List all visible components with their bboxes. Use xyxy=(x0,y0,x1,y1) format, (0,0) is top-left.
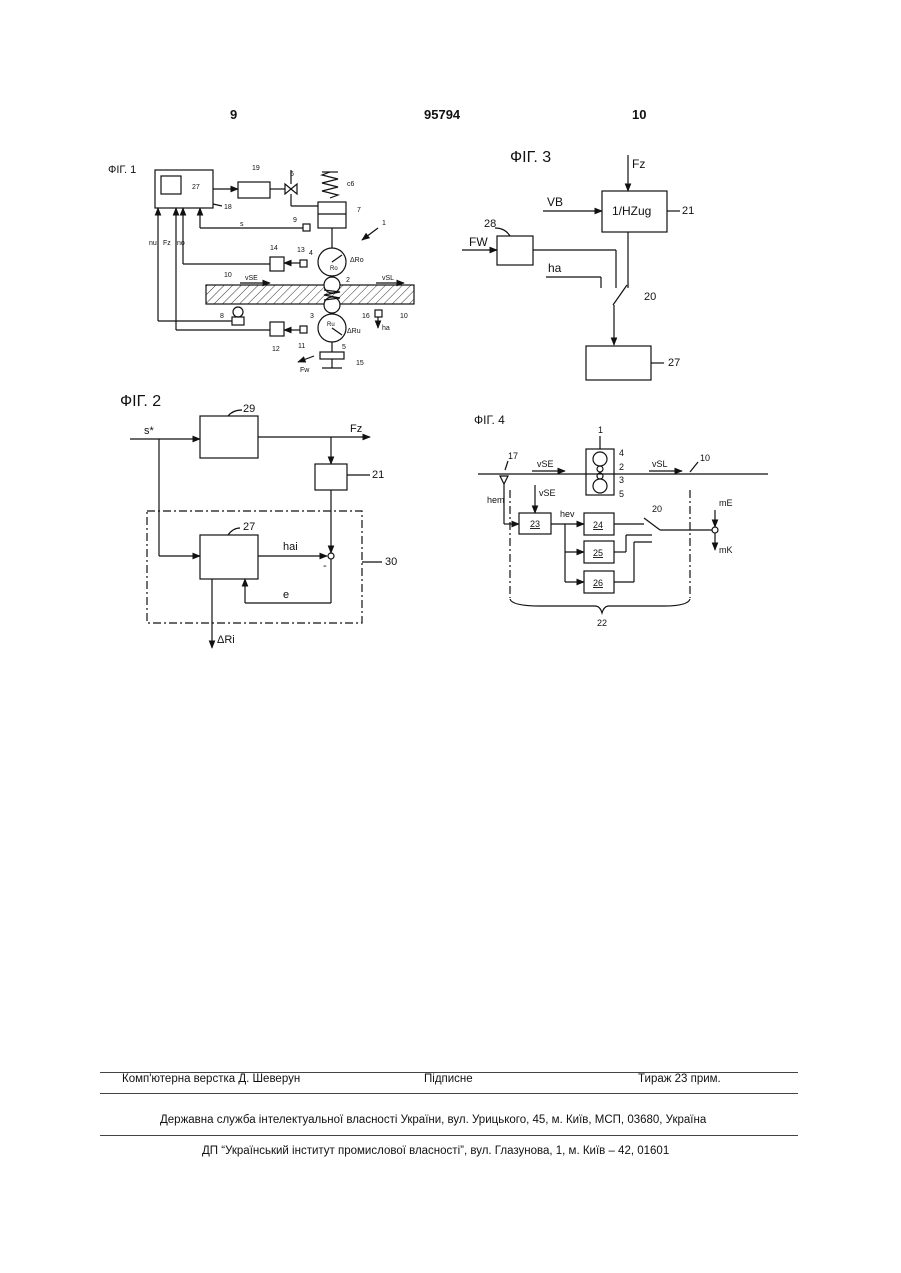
svg-text:vSE: vSE xyxy=(537,459,554,469)
svg-text:nu: nu xyxy=(149,240,157,247)
svg-text:ΔRi: ΔRi xyxy=(217,634,235,646)
svg-text:21: 21 xyxy=(372,469,384,481)
svg-text:vSL: vSL xyxy=(382,275,394,282)
svg-text:12: 12 xyxy=(272,346,280,353)
svg-text:Fz: Fz xyxy=(350,423,362,435)
svg-text:2: 2 xyxy=(346,277,350,284)
svg-text:5: 5 xyxy=(619,489,624,499)
svg-text:1: 1 xyxy=(598,425,603,435)
svg-text:25: 25 xyxy=(593,548,603,558)
svg-text:vSE: vSE xyxy=(245,275,258,282)
svg-text:29: 29 xyxy=(243,403,255,415)
svg-text:13: 13 xyxy=(297,247,305,254)
svg-text:24: 24 xyxy=(593,520,603,530)
svg-text:10: 10 xyxy=(400,313,408,320)
svg-text:9: 9 xyxy=(293,217,297,224)
svg-text:19: 19 xyxy=(252,165,260,172)
svg-text:15: 15 xyxy=(356,360,364,367)
svg-text:s*: s* xyxy=(144,425,155,437)
figure-1: ФІГ. 1 27 18 19 6 c6 7 9 s 1 xyxy=(108,164,414,374)
svg-text:11: 11 xyxy=(298,343,305,350)
svg-text:14: 14 xyxy=(270,245,278,252)
svg-text:mE: mE xyxy=(719,498,733,508)
svg-text:Fz: Fz xyxy=(163,240,171,247)
svg-text:Ro: Ro xyxy=(330,266,338,272)
office-address: Державна служба інтелектуальної власност… xyxy=(160,1114,706,1126)
svg-text:3: 3 xyxy=(310,313,314,320)
svg-text:8: 8 xyxy=(220,313,224,320)
svg-text:30: 30 xyxy=(385,556,397,568)
footer-rule-middle xyxy=(100,1093,798,1094)
svg-text:21: 21 xyxy=(682,205,694,217)
svg-text:ha: ha xyxy=(548,261,562,275)
svg-text:23: 23 xyxy=(530,519,540,529)
svg-text:1/HZug: 1/HZug xyxy=(612,204,651,218)
svg-text:18: 18 xyxy=(224,204,232,211)
svg-text:2: 2 xyxy=(619,462,624,472)
signed-note: Підписне xyxy=(424,1073,473,1085)
svg-text:hai: hai xyxy=(283,541,298,553)
svg-text:hem: hem xyxy=(487,495,505,505)
fig1-title: ФІГ. 1 xyxy=(108,164,136,176)
svg-text:Ru: Ru xyxy=(327,322,335,328)
fig4-title: ФІГ. 4 xyxy=(474,413,505,427)
svg-text:28: 28 xyxy=(484,218,496,230)
svg-text:vSE: vSE xyxy=(539,488,556,498)
svg-text:20: 20 xyxy=(644,291,656,303)
svg-text:s: s xyxy=(240,221,244,228)
figure-3: ФІГ. 3 Fz 1/HZug 21 VB 28 FW ha 20 27 xyxy=(462,149,694,380)
svg-text:vSL: vSL xyxy=(652,459,668,469)
svg-text:FW: FW xyxy=(469,235,488,249)
figure-2: ФІГ. 2 s* 29 Fz 21 30 27 hai - e ΔRi xyxy=(120,393,397,648)
svg-text:ΔRu: ΔRu xyxy=(347,328,361,335)
svg-text:ha: ha xyxy=(382,325,390,332)
svg-text:27: 27 xyxy=(668,357,680,369)
svg-text:7: 7 xyxy=(357,207,361,214)
svg-text:VB: VB xyxy=(547,195,563,209)
svg-text:-: - xyxy=(323,560,327,572)
svg-text:1: 1 xyxy=(382,220,386,227)
svg-text:20: 20 xyxy=(652,504,662,514)
svg-text:10: 10 xyxy=(700,453,710,463)
institute-address: ДП “Український інститут промислової вла… xyxy=(202,1145,669,1157)
svg-text:hev: hev xyxy=(560,509,575,519)
svg-text:17: 17 xyxy=(508,451,518,461)
svg-text:no: no xyxy=(177,240,185,247)
svg-text:c6: c6 xyxy=(347,181,355,188)
circulation-note: Тираж 23 прим. xyxy=(638,1073,721,1085)
fig2-title: ФІГ. 2 xyxy=(120,393,161,410)
svg-text:5: 5 xyxy=(342,344,346,351)
svg-text:4: 4 xyxy=(619,448,624,458)
svg-text:Fz: Fz xyxy=(632,157,645,171)
svg-text:26: 26 xyxy=(593,578,603,588)
svg-text:6: 6 xyxy=(290,171,294,178)
svg-text:3: 3 xyxy=(619,475,624,485)
figure-4: ФІГ. 4 1 4 2 3 5 vSE vSL 10 17 hem vSE 2… xyxy=(474,413,768,628)
svg-text:16: 16 xyxy=(362,313,370,320)
svg-text:ΔRo: ΔRo xyxy=(350,257,364,264)
svg-text:e: e xyxy=(283,589,289,601)
svg-text:4: 4 xyxy=(309,250,313,257)
svg-text:27: 27 xyxy=(243,521,255,533)
footer-rule-bottom xyxy=(100,1135,798,1136)
fig3-title: ФІГ. 3 xyxy=(510,149,551,166)
svg-text:mK: mK xyxy=(719,545,733,555)
svg-text:Fw: Fw xyxy=(300,367,310,374)
typesetter-credit: Комп'ютерна верстка Д. Шеверун xyxy=(122,1073,300,1085)
svg-text:27: 27 xyxy=(192,184,200,191)
svg-text:22: 22 xyxy=(597,618,607,628)
svg-text:10: 10 xyxy=(224,272,232,279)
